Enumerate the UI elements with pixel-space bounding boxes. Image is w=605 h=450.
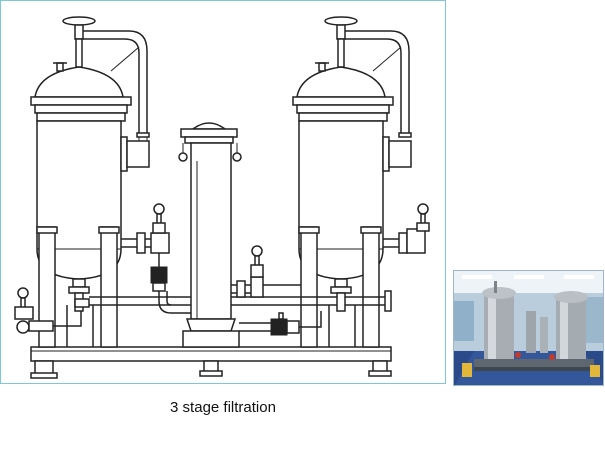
right-filter-vessel	[292, 16, 412, 348]
center-bag-filter	[178, 122, 242, 348]
interconnect-piping	[66, 203, 430, 347]
equipment-photo	[453, 270, 604, 386]
left-filter-vessel	[30, 16, 150, 348]
filtration-schematic-icon	[14, 16, 430, 379]
filtration-equipment-photo-icon	[454, 271, 603, 385]
base-skid	[30, 346, 392, 379]
schematic-drawing-frame	[0, 0, 446, 384]
left-inlet-valve	[14, 287, 90, 334]
figure-caption: 3 stage filtration	[170, 399, 276, 416]
